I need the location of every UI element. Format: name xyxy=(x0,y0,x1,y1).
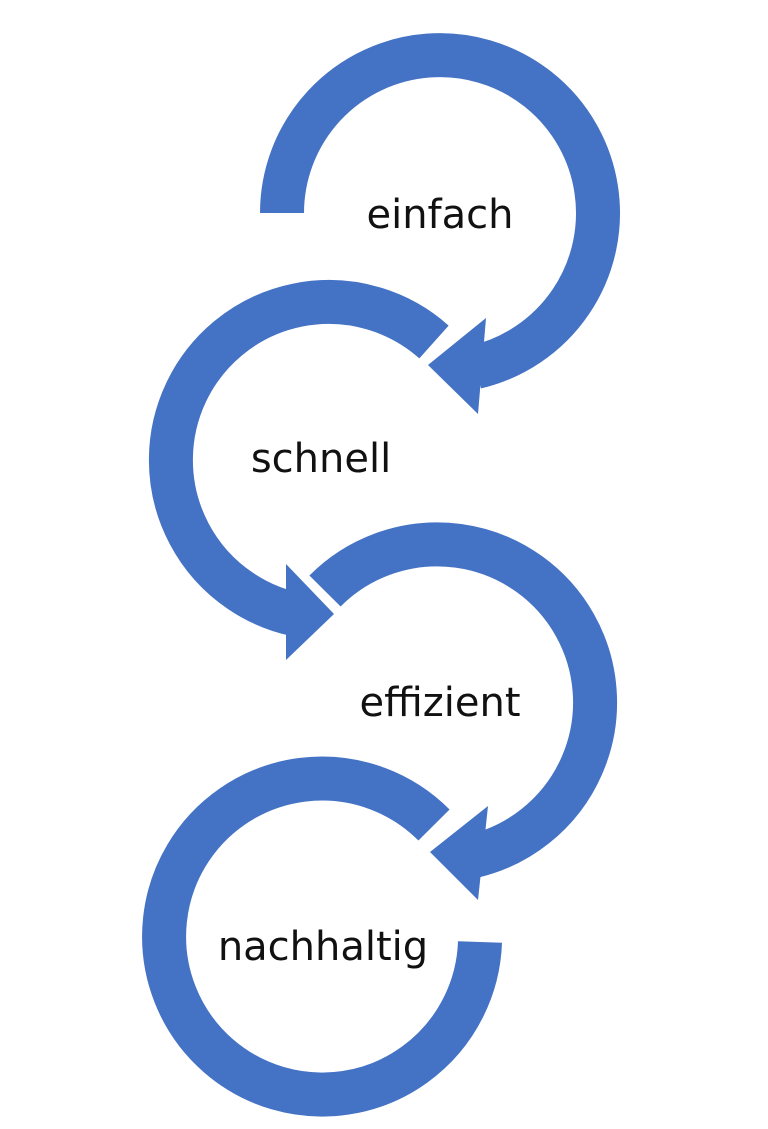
cycle-arrow-2 xyxy=(148,279,449,660)
cycle-arrow-3 xyxy=(309,522,618,900)
cycle-arrow-3-arc xyxy=(309,522,618,878)
cycle-arrow-1 xyxy=(260,33,620,414)
cycle-arrow-2-arc xyxy=(148,279,449,638)
cycle-arrow-4 xyxy=(142,756,502,1117)
cycle-arrow-3-head xyxy=(430,806,488,900)
step-label-effizient: effizient xyxy=(359,680,520,726)
cycle-arrow-1-head xyxy=(428,318,486,414)
cycle-arrow-1-arc xyxy=(260,33,620,389)
step-label-einfach: einfach xyxy=(366,192,513,238)
step-label-schnell: schnell xyxy=(251,436,391,482)
cycle-arrow-4-arc xyxy=(142,756,502,1117)
step-label-nachhaltig: nachhaltig xyxy=(218,924,428,970)
cycle-arrow-2-head xyxy=(286,564,334,660)
